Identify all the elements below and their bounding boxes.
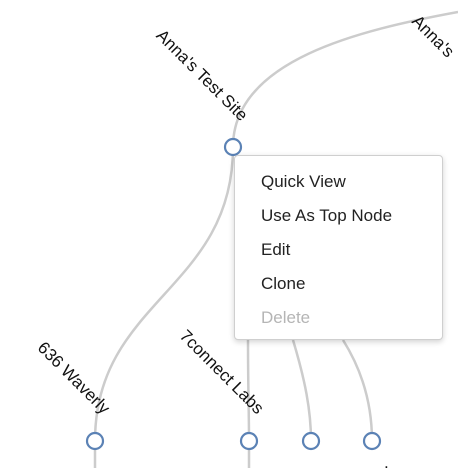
node-label-636-waverly[interactable]: 636 Waverly xyxy=(34,338,114,418)
menu-item-delete: Delete xyxy=(261,308,311,327)
menu-item-use-as-top-node[interactable]: Use As Top Node xyxy=(261,206,393,225)
node-circle-7connect-labs[interactable] xyxy=(239,431,259,451)
context-menu: Quick View Use As Top Node Edit Clone De… xyxy=(234,155,443,340)
node-label-fragment: _ xyxy=(325,453,336,468)
node-circle-636-waverly[interactable] xyxy=(85,431,105,451)
node-label-annas-test-site[interactable]: Anna's Test Site xyxy=(153,26,252,125)
node-label-annas[interactable]: Anna's xyxy=(408,11,458,61)
node-circle-child-3[interactable] xyxy=(301,431,321,451)
tree-link xyxy=(341,339,374,442)
tree-link xyxy=(246,339,251,442)
node-circle-child-4[interactable] xyxy=(362,431,382,451)
tree-link xyxy=(291,339,313,442)
tree-link xyxy=(93,146,235,442)
menu-item-edit[interactable]: Edit xyxy=(261,240,291,259)
menu-item-clone[interactable]: Clone xyxy=(261,274,306,293)
tree-link xyxy=(231,10,458,148)
menu-item-quick-view[interactable]: Quick View xyxy=(261,172,346,191)
node-label-fragment: , xyxy=(384,453,389,468)
node-circle-annas-test-site[interactable] xyxy=(223,137,243,157)
